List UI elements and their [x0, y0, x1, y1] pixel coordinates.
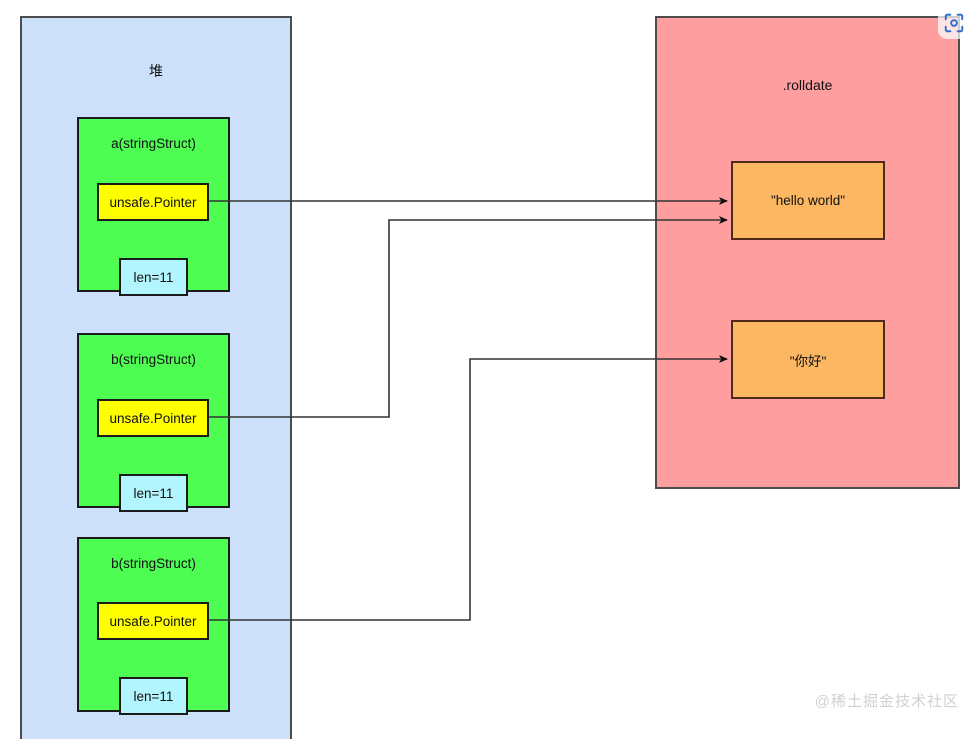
- rolldate-panel-title: .rolldate: [782, 77, 833, 93]
- struct-label-b1: b(stringStruct): [111, 352, 196, 367]
- pointer-box-b1: unsafe.Pointer: [97, 399, 209, 437]
- len-box-b2: len=11: [119, 677, 188, 715]
- camera-capture-icon: [944, 13, 964, 33]
- string-box-nihao: "你好": [731, 320, 885, 399]
- watermark: @稀土掘金技术社区: [814, 693, 959, 710]
- struct-label-a: a(stringStruct): [111, 136, 196, 151]
- pointer-box-a: unsafe.Pointer: [97, 183, 209, 221]
- string-box-hello-world: "hello world": [731, 161, 885, 240]
- heap-panel-title: 堆: [149, 63, 163, 79]
- rolldate-panel: .rolldate: [655, 16, 960, 489]
- pointer-box-b2: unsafe.Pointer: [97, 602, 209, 640]
- len-box-b1: len=11: [119, 474, 188, 512]
- capture-button[interactable]: [938, 7, 970, 39]
- len-box-a: len=11: [119, 258, 188, 296]
- struct-label-b2: b(stringStruct): [111, 556, 196, 571]
